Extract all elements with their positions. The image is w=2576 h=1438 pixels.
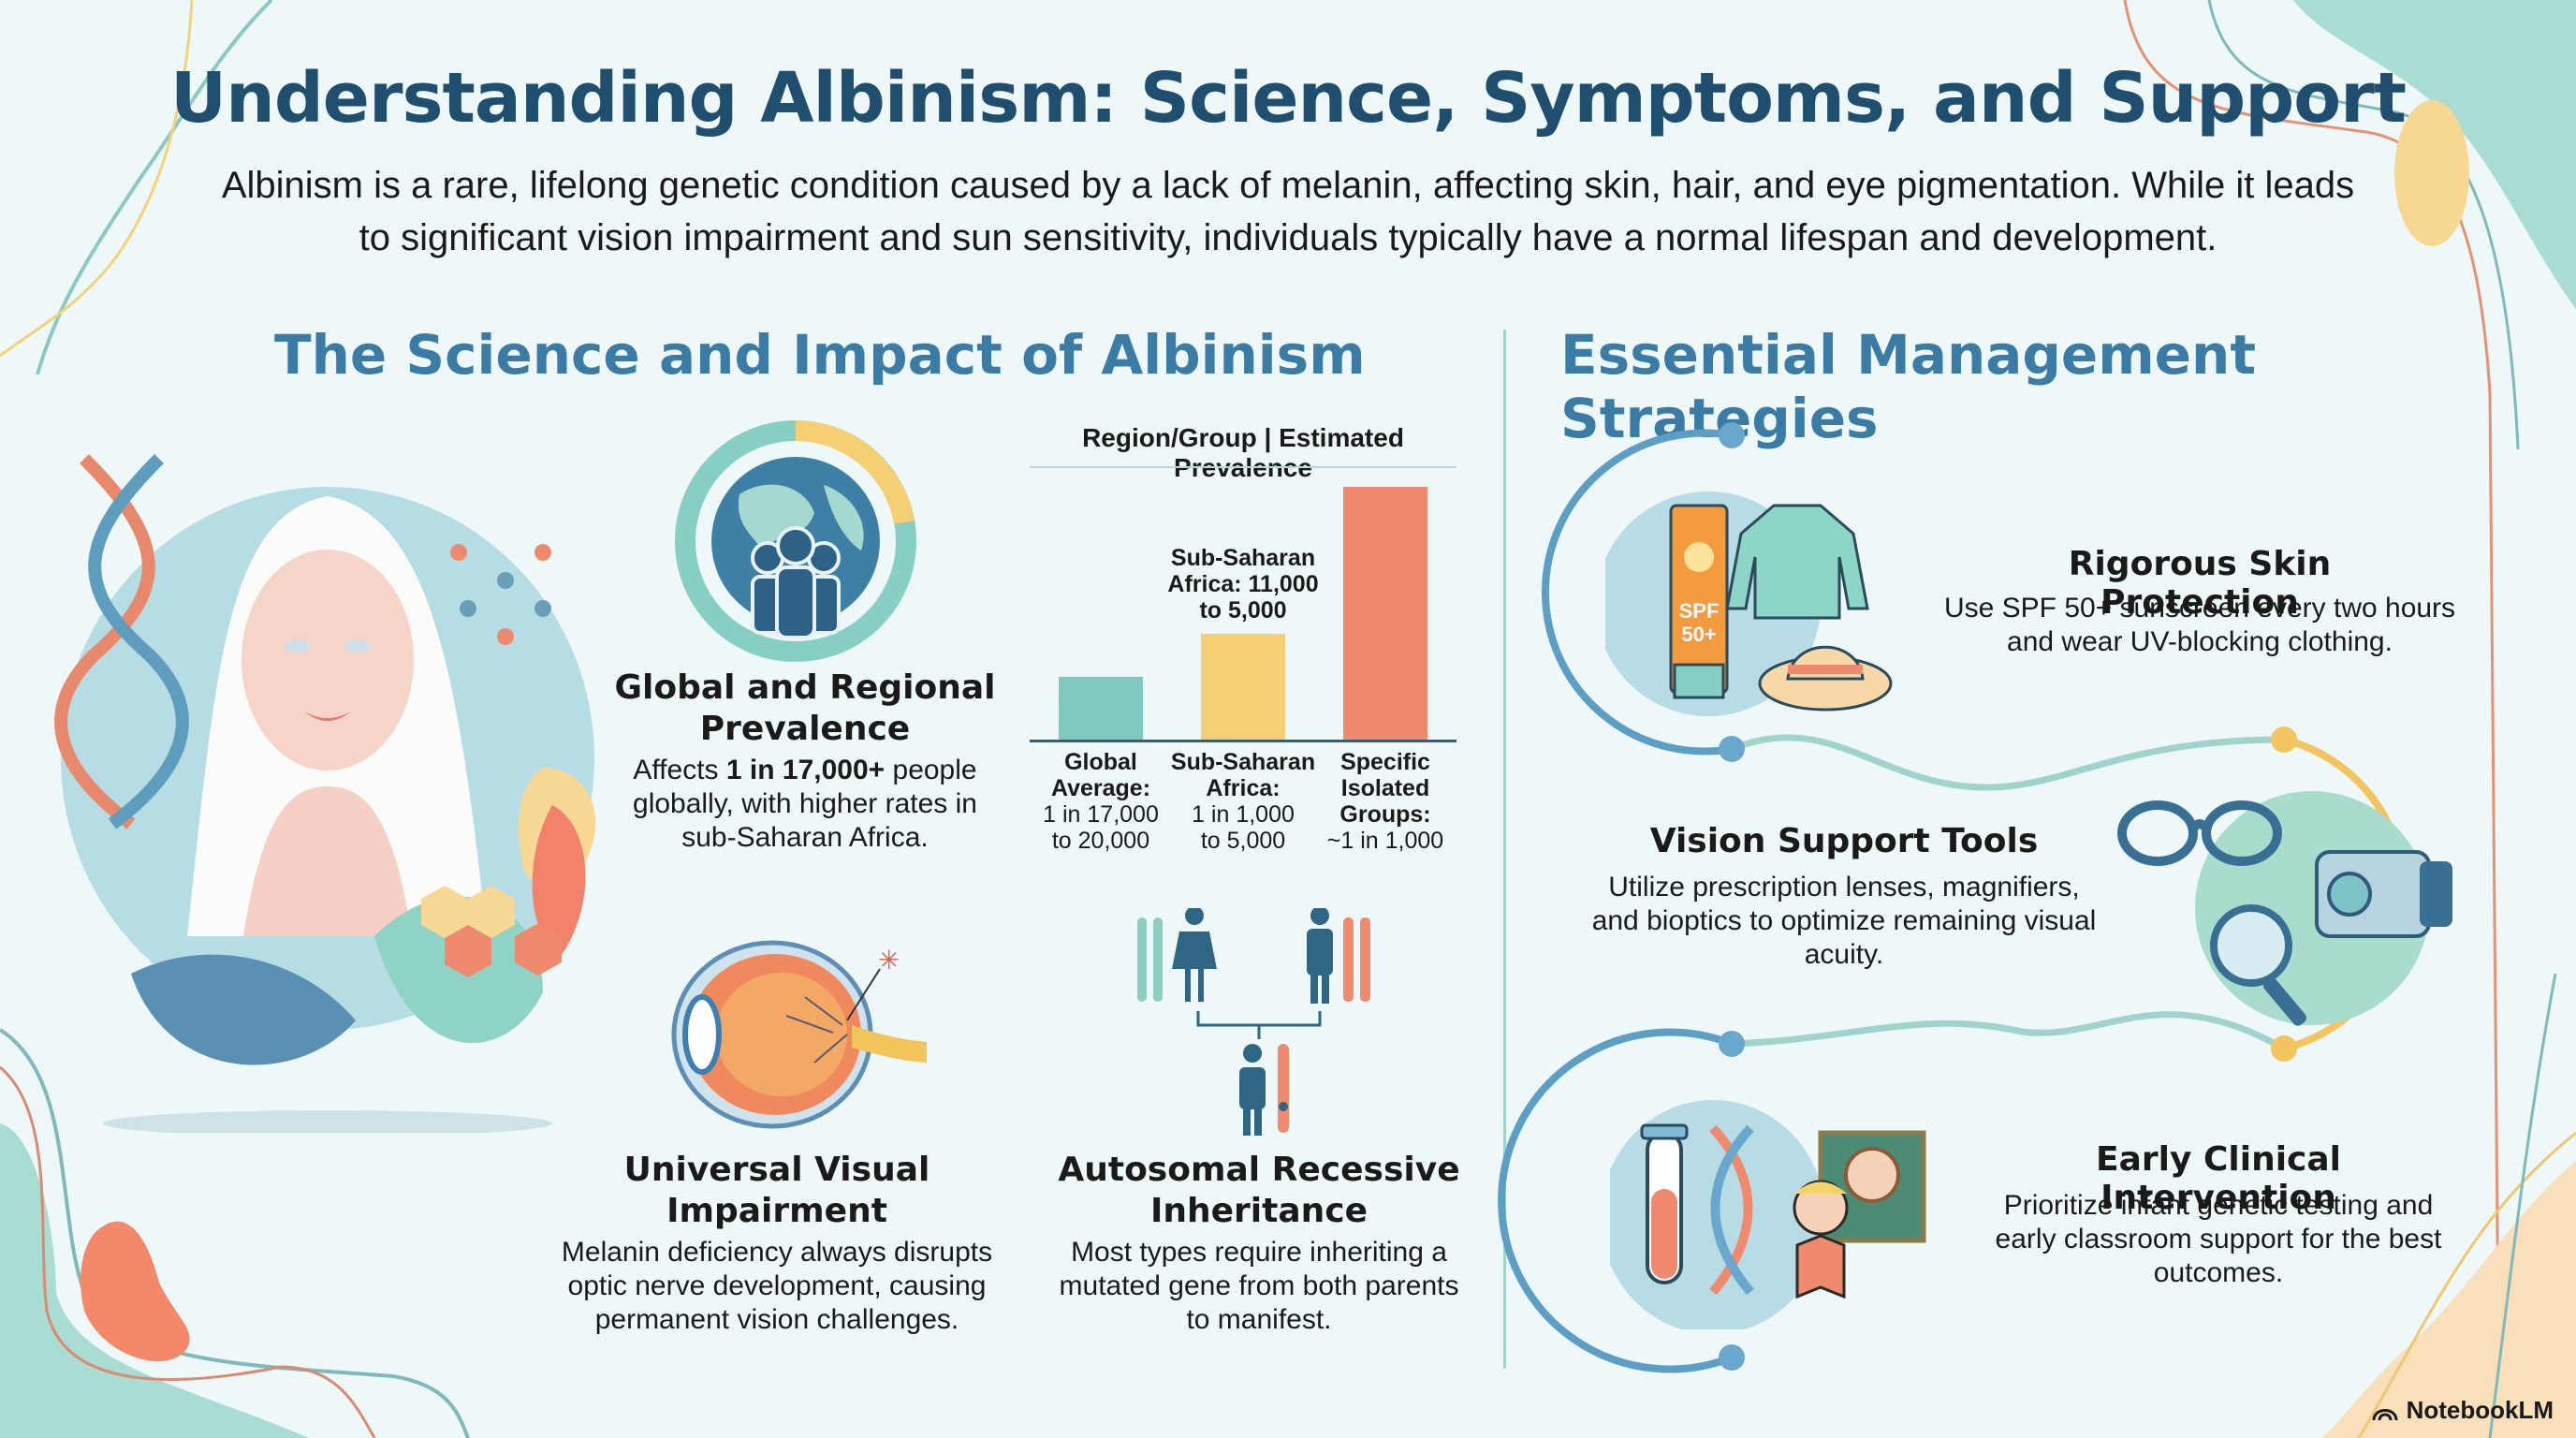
eyeglasses-icon xyxy=(2117,800,2282,866)
notebooklm-logo-icon xyxy=(2372,1408,2398,1420)
section-divider xyxy=(1503,330,1506,1369)
prevalence-card-title: Global and Regional Prevalence xyxy=(614,668,996,748)
skin-protection-body: Use SPF 50+ sunscreen every two hours an… xyxy=(1943,593,2456,657)
bottom-left-coral-blob xyxy=(80,1221,190,1362)
dna-helix-graphic xyxy=(54,454,189,829)
right-teal-line xyxy=(2488,973,2557,1438)
right-section-heading: Essential Management Strategies xyxy=(1560,323,2257,450)
early-intervention-title: Early Clinical Intervention xyxy=(2095,1140,2342,1217)
chart-bar xyxy=(1343,487,1427,740)
notebooklm-brand: NotebookLM xyxy=(2371,1396,2554,1425)
dna-icon xyxy=(1709,1124,1754,1296)
spf-label: SPF xyxy=(1679,599,1720,623)
hexagon-pattern xyxy=(421,886,562,977)
globe-people-icon xyxy=(675,420,916,662)
chart-title-rule xyxy=(1030,466,1456,468)
subtitle-line-2: to significant vision impairment and sun… xyxy=(359,217,2217,258)
top-left-yellow-curve xyxy=(0,0,194,358)
inheritance-card-title: Autosomal Recessive Inheritance xyxy=(1058,1151,1460,1230)
chart-data-label: Sub-Saharan Africa: 11,000 to 5,000 xyxy=(1167,544,1319,624)
bioptic-icon xyxy=(2315,850,2452,938)
prevalence-body-suffix: people globally, with higher rates in su… xyxy=(633,755,977,853)
vision-tools-title: Vision Support Tools xyxy=(1649,822,2039,860)
prevalence-body-highlight: 1 in 17,000+ xyxy=(725,755,886,785)
inheritance-pedigree-icon xyxy=(1137,908,1370,1136)
svg-text:50+: 50+ xyxy=(1681,623,1716,646)
molecule-graphic xyxy=(450,544,551,645)
connector-node xyxy=(2271,1035,2297,1062)
visual-impairment-card-body: Melanin deficiency always disrupts optic… xyxy=(561,1237,993,1335)
connector-node xyxy=(1719,736,1745,762)
early-intervention-icon xyxy=(1610,1100,1926,1329)
sun-protection-icon: SPF 50+ xyxy=(1605,492,1893,716)
book-icon xyxy=(1795,1234,1846,1299)
bottom-left-teal-blob xyxy=(0,1123,309,1438)
chart-title: Region/Group | Estimated Prevalence xyxy=(1082,423,1404,482)
page-subtitle: Albinism is a rare, lifelong genetic con… xyxy=(206,159,2370,264)
page-title: Understanding Albinism: Science, Symptom… xyxy=(170,58,2407,139)
visual-impairment-card-title: Universal Visual Impairment xyxy=(623,1151,930,1230)
svg-text:✳: ✳ xyxy=(878,946,900,975)
inheritance-card-body: Most types require inheriting a mutated … xyxy=(1059,1237,1459,1335)
connector-node xyxy=(2271,726,2297,753)
early-intervention-body: Prioritize infant genetic testing and ea… xyxy=(1995,1190,2442,1288)
brand-label: NotebookLM xyxy=(2406,1396,2554,1424)
eye-anatomy-icon: ✳ xyxy=(671,940,927,1129)
test-tube-icon xyxy=(1640,1123,1689,1284)
connector-node xyxy=(1719,1344,1745,1371)
connector-node xyxy=(1719,1031,1745,1057)
prevalence-bar-chart: Sub-Saharan Africa: 11,000 to 5,000 xyxy=(1030,477,1456,740)
prevalence-body-prefix: Affects xyxy=(633,755,726,785)
chart-bar xyxy=(1201,633,1285,740)
chart-bar xyxy=(1059,676,1143,740)
vision-tools-body: Utilize prescription lenses, magnifiers,… xyxy=(1591,872,2097,970)
vision-aids-icon xyxy=(2117,791,2452,1026)
subtitle-line-1: Albinism is a rare, lifelong genetic con… xyxy=(221,165,2355,206)
chart-x-axis xyxy=(1030,740,1456,742)
prevalence-card-body: Affects 1 in 17,000+ people globally, wi… xyxy=(608,754,1002,855)
magnifier-icon xyxy=(2210,904,2306,1026)
skin-protection-title: Rigorous Skin Protection xyxy=(2068,545,2332,622)
albinism-portrait-illustration xyxy=(54,454,596,1133)
left-section-heading: The Science and Impact of Albinism xyxy=(274,323,1366,387)
